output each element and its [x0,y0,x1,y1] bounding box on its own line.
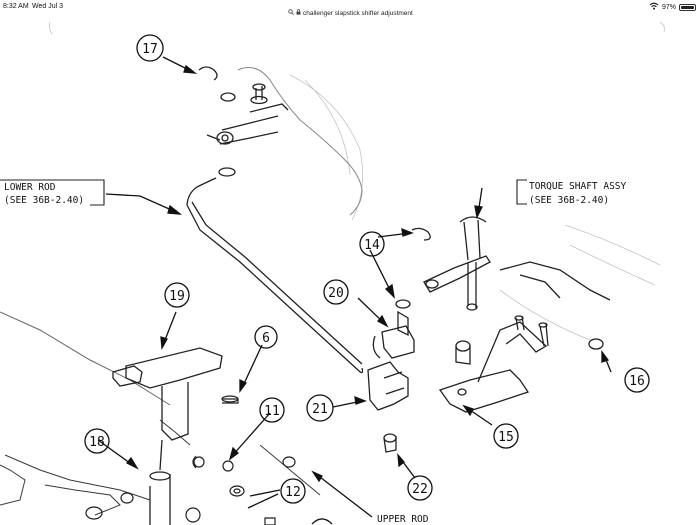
callout-17: 17 [142,42,158,57]
mounting-bracket [438,315,604,413]
callout-21: 21 [312,402,328,417]
callout-6: 6 [262,331,270,346]
leader-lines [97,56,612,518]
callout-16: 16 [629,374,645,389]
label-brackets [0,179,527,206]
callout-circles [84,34,650,525]
lower-rod [186,177,364,374]
callout-19: 19 [169,289,185,304]
lock-icon [296,9,301,17]
status-bar: 8:32 AM Wed Jul 3 challenger slapstick s… [0,0,700,20]
callout-numbers: 17 14 20 19 6 11 21 18 12 22 15 16 [89,42,645,500]
top-linkage [198,66,289,177]
bottom-parts [85,395,296,525]
magnifier-icon [288,9,294,17]
label-torque-shaft-ref: (SEE 36B-2.40) [529,195,609,206]
shifter-lever [112,347,223,525]
battery-percent: 97% [661,3,676,11]
callout-12: 12 [285,485,301,500]
url-text: challenger slapstick shifter adjustment [303,9,413,17]
address-bar[interactable]: challenger slapstick shifter adjustment [288,9,413,17]
status-time: 8:32 AM [3,3,29,10]
battery-fill [681,5,694,9]
part-labels: LOWER ROD (SEE 36B-2.40) TORQUE SHAFT AS… [4,181,627,525]
label-lower-rod-ref: (SEE 36B-2.40) [4,195,84,206]
torque-shaft [423,216,611,311]
parts-diagram: 17 14 20 19 6 11 21 18 12 22 15 16 LOWER… [0,21,665,525]
wifi-icon [649,2,659,12]
label-lower-rod: LOWER ROD [4,182,56,193]
label-upper-rod: UPPER ROD [377,514,429,525]
callout-22: 22 [412,482,428,497]
bracket-and-clips [367,227,431,453]
status-date: Wed Jul 3 [32,3,63,10]
callout-15: 15 [498,430,514,445]
callout-18: 18 [89,435,105,450]
callout-14: 14 [364,238,380,253]
faint-background-lines [48,21,665,341]
callout-20: 20 [328,286,344,301]
battery-icon [679,3,696,11]
status-right: 97% [649,2,696,12]
callout-11: 11 [264,404,280,419]
label-torque-shaft: TORQUE SHAFT ASSY [529,181,627,192]
